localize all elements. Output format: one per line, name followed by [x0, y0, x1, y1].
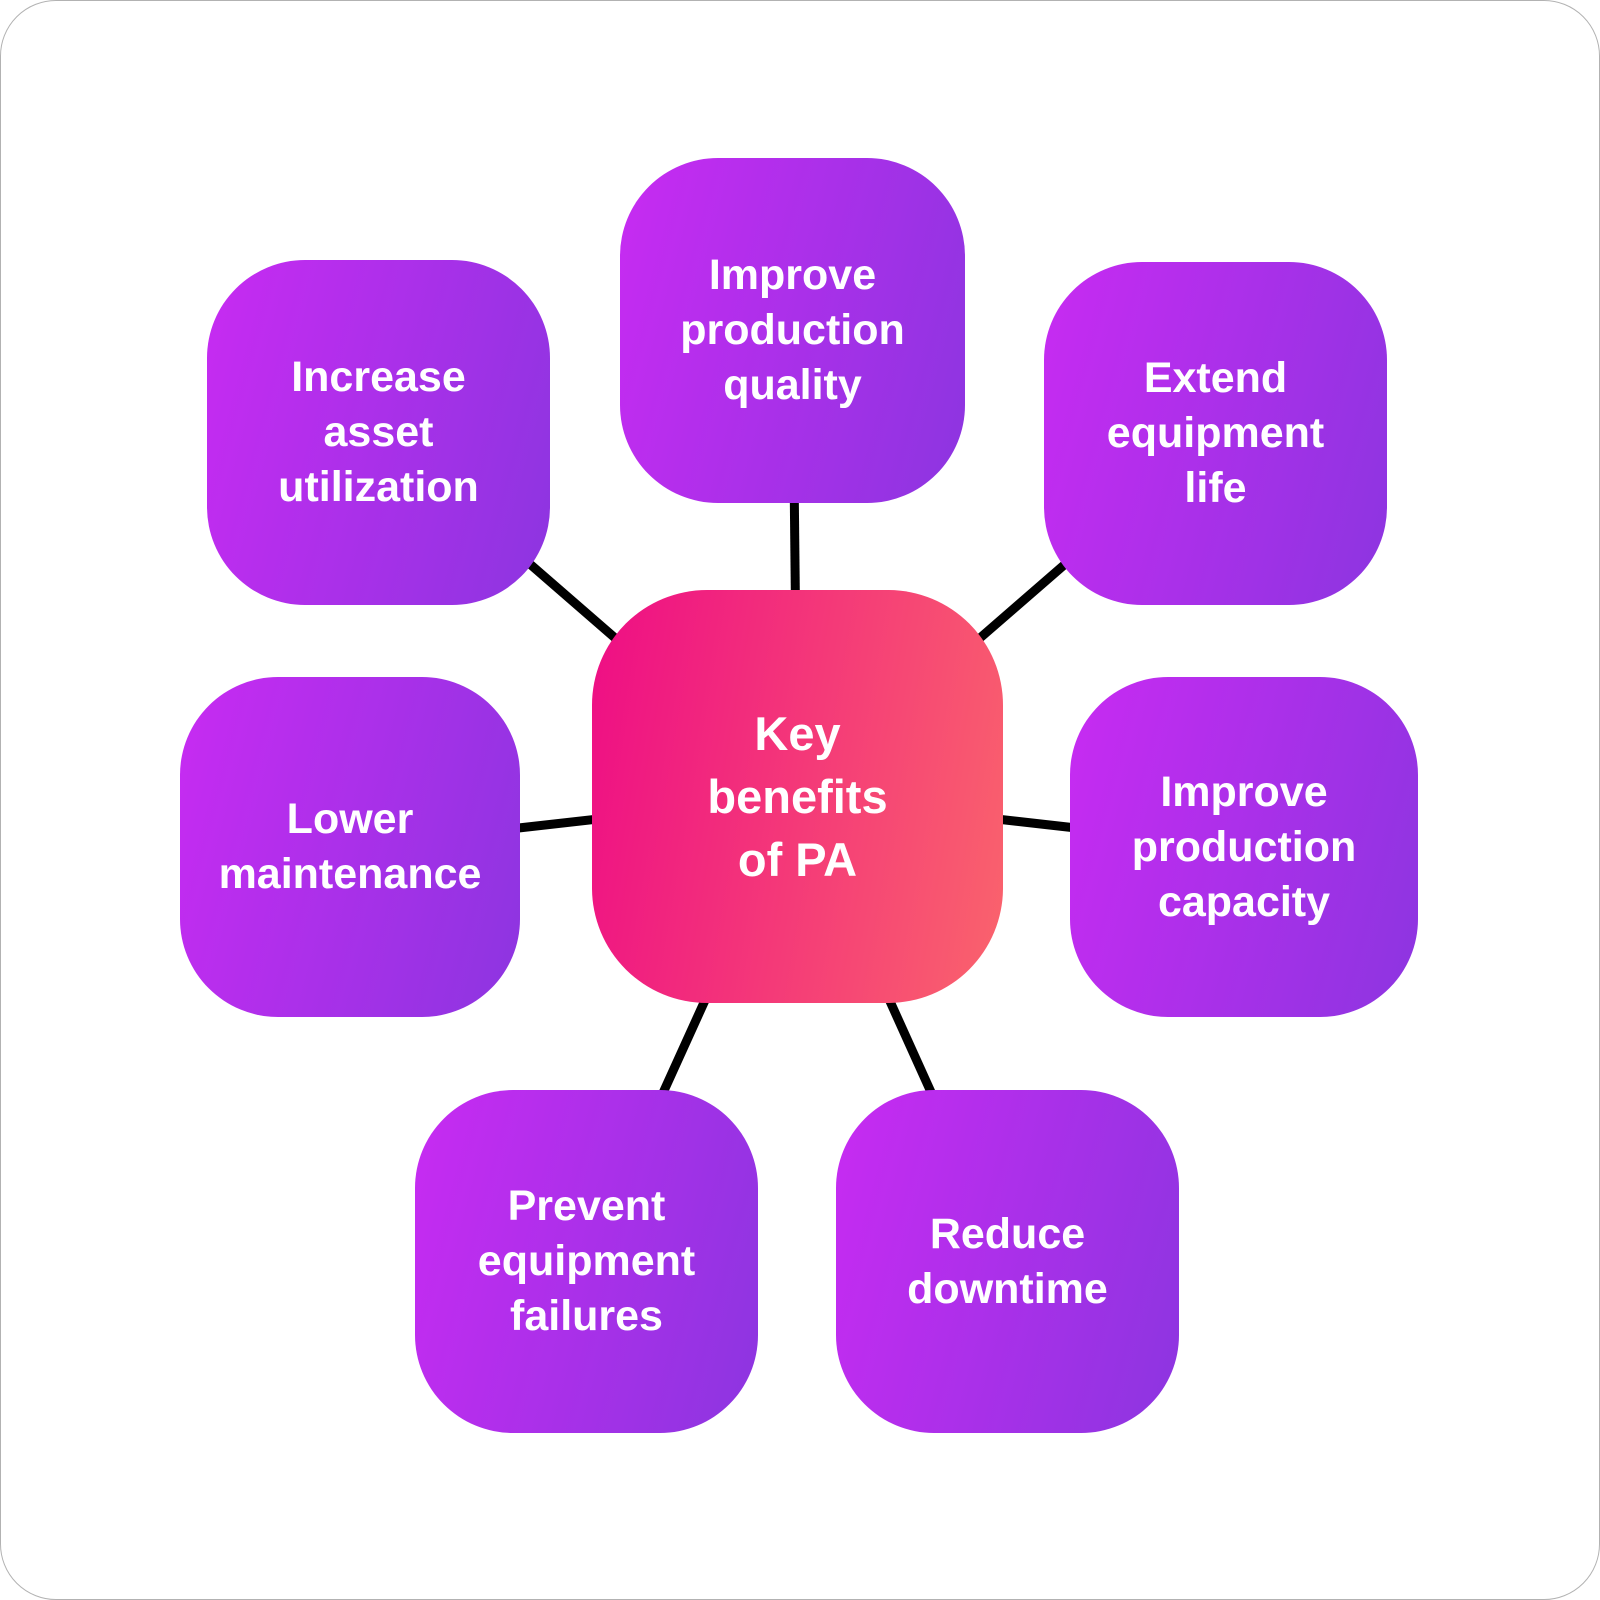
node-label: Reduce downtime	[907, 1209, 1108, 1313]
node-improve-production-capacity: Improve production capacity	[1070, 677, 1418, 1017]
node-increase-asset-utilization: Increase asset utilization	[207, 260, 550, 605]
node-improve-production-quality: Improve production quality	[620, 158, 965, 503]
node-label: Extend equipment life	[1106, 354, 1325, 512]
node-extend-equipment-life: Extend equipment life	[1044, 262, 1387, 605]
node-label: Increase asset utilization	[278, 353, 479, 511]
node-lower-maintenance: Lower maintenance	[180, 677, 520, 1017]
node-prevent-equipment-failures: Prevent equipment failures	[415, 1090, 758, 1433]
node-reduce-downtime: Reduce downtime	[836, 1090, 1179, 1433]
center-node-label: Key benefits of PA	[707, 707, 888, 886]
node-label: Lower maintenance	[218, 795, 482, 898]
node-label: Improve production quality	[680, 251, 905, 409]
node-key-benefits-of-pa: Key benefits of PA	[592, 590, 1003, 1003]
node-label: Prevent equipment failures	[477, 1182, 696, 1340]
node-label: Improve production capacity	[1131, 767, 1357, 926]
